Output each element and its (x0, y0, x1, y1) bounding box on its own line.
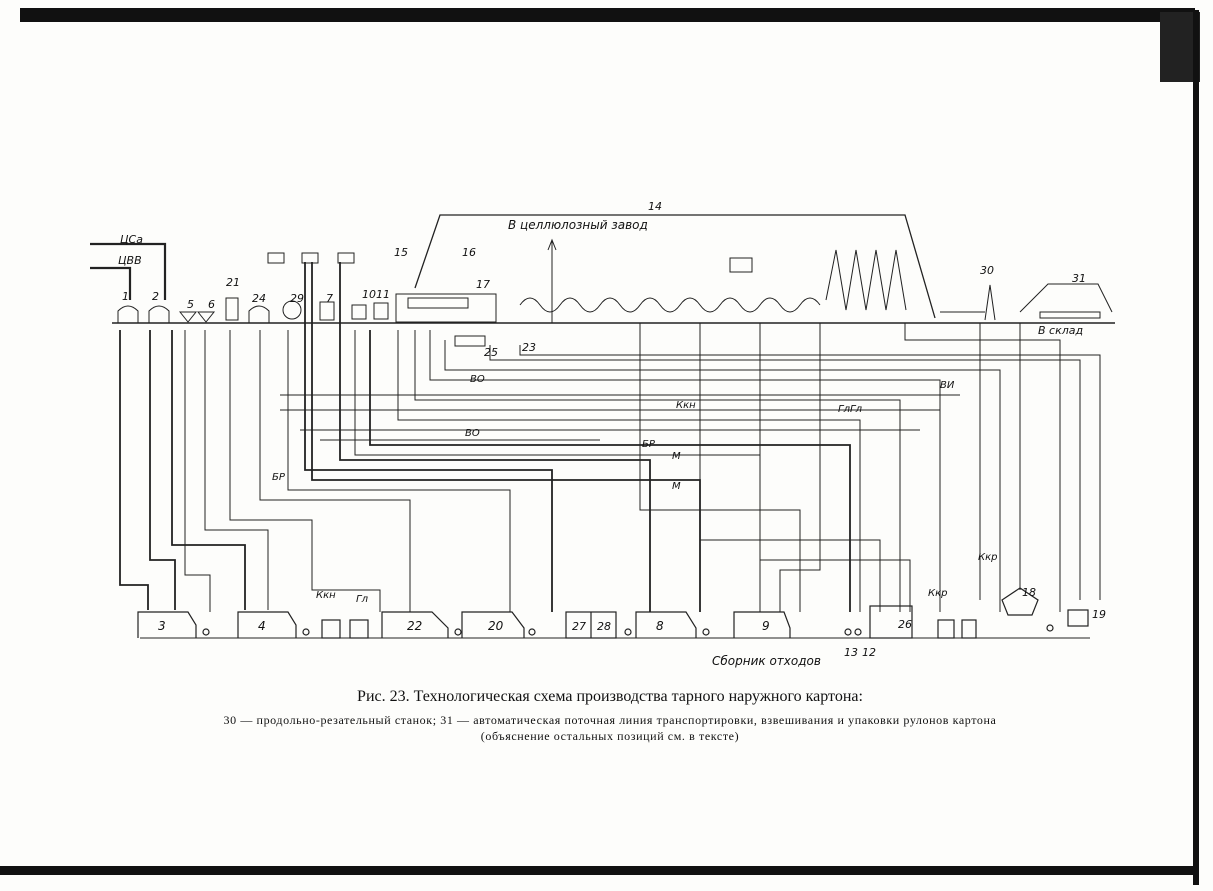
position-number: 18 (1022, 586, 1036, 599)
position-number: 14 (648, 200, 662, 213)
position-number: 6 (208, 298, 215, 311)
pipe-label: ВИ (940, 380, 955, 391)
pipe-label: БР (272, 472, 286, 483)
pipe-label: Гл (850, 404, 863, 415)
position-number: 9 (762, 619, 770, 633)
position-number: 4 (258, 619, 266, 633)
position-number: 26 (898, 618, 912, 631)
pipe-label: М (672, 481, 681, 492)
scan-border-right (1193, 10, 1199, 885)
position-number: 20 (488, 619, 504, 633)
position-number: 8 (656, 619, 664, 633)
position-number: 2 (152, 290, 159, 303)
position-number: 1 (122, 290, 129, 303)
scan-border-top (20, 8, 1195, 22)
position-number: 12 (862, 646, 876, 659)
position-number: 11 (376, 288, 390, 301)
position-number: 5 (187, 298, 194, 311)
position-number: 13 (844, 646, 858, 659)
pipe-label: БР (642, 439, 656, 450)
position-number: 31 (1072, 272, 1086, 285)
pipe-label: Гл (356, 594, 369, 605)
position-number: 7 (326, 292, 333, 305)
pipe-label: ВО (465, 428, 480, 439)
position-number: 28 (597, 620, 611, 633)
waste-collector-label: Сборник отходов (712, 654, 821, 668)
pipe-label: Ккр (978, 552, 998, 563)
to-pulp-mill-label: В целлюлозный завод (508, 218, 648, 232)
input-label-csa: ЦСа (120, 233, 143, 246)
position-number: 25 (484, 346, 498, 359)
pipe-label: Ккн (316, 590, 336, 601)
position-number: 27 (572, 620, 586, 633)
position-number: 29 (290, 292, 304, 305)
position-number: 19 (1092, 608, 1106, 621)
position-number: 17 (476, 278, 490, 291)
pipe-label: Ккн (676, 400, 696, 411)
pipe-network (90, 214, 1115, 612)
position-number: 3 (158, 619, 166, 633)
pipe-label: М (672, 451, 681, 462)
scan-border-bottom (0, 866, 1198, 875)
position-number: 24 (252, 292, 266, 305)
position-number: 10 (362, 288, 376, 301)
bottom-equipment-row (137, 587, 1090, 639)
pipe-label: ВО (470, 374, 485, 385)
to-warehouse-label: В склад (1038, 324, 1083, 337)
pipe-label: Ккр (928, 588, 948, 599)
position-number: 21 (226, 276, 240, 289)
figure-caption-legend: 30 — продольно-резательный станок; 31 — … (223, 713, 997, 727)
position-number: 23 (522, 341, 536, 354)
position-number: 30 (980, 264, 994, 277)
input-label-cvv: ЦВВ (118, 254, 142, 267)
position-number: 16 (462, 246, 476, 259)
figure-caption-title: Рис. 23. Технологическая схема производс… (357, 688, 863, 705)
pipe-label: Гл (838, 404, 851, 415)
position-number: 15 (394, 246, 408, 259)
figure-caption-note: (объяснение остальных позиций см. в текс… (480, 729, 740, 743)
position-number: 22 (407, 619, 422, 633)
